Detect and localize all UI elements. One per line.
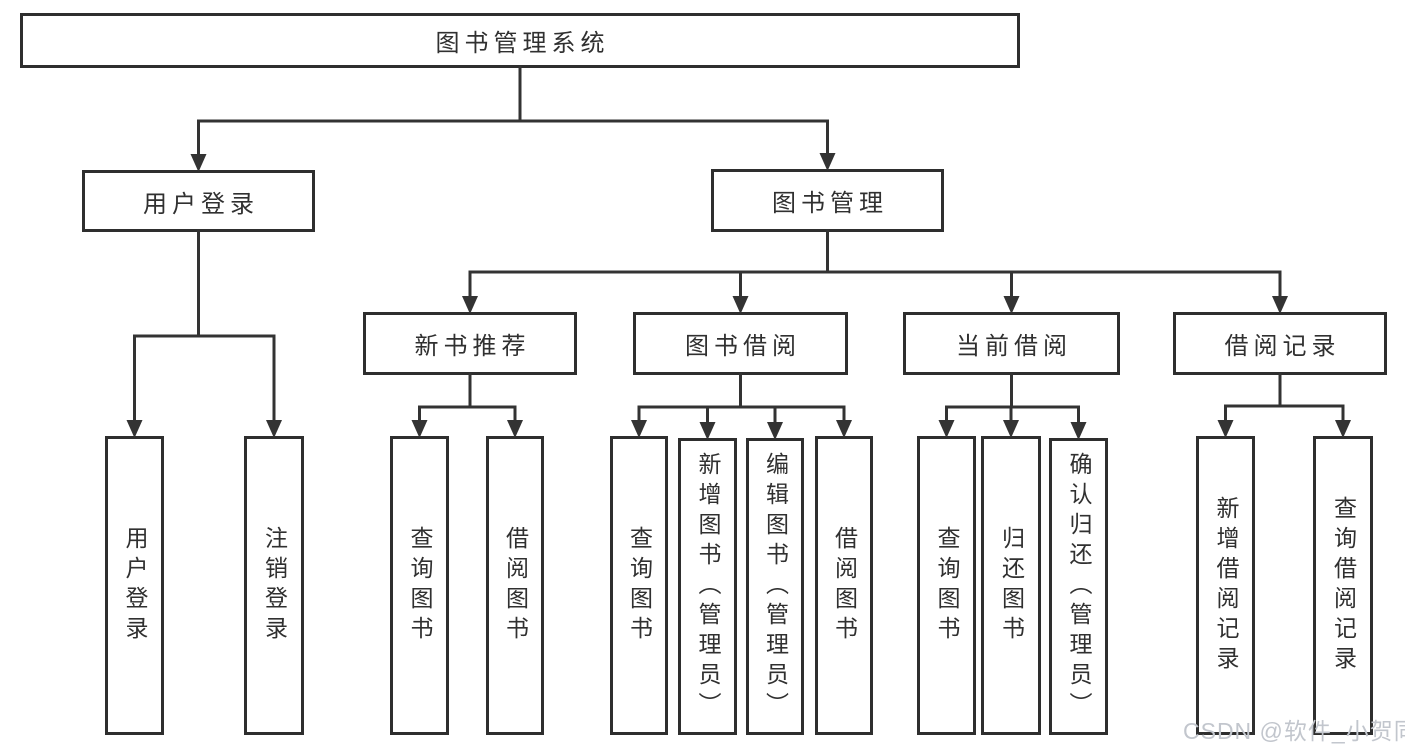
node-label-leaf-borrow-book-2: 借阅图书 [831,525,858,646]
node-label-leaf-borrow-book-1: 借阅图书 [502,525,529,646]
node-label-leaf-query-record: 查询借阅记录 [1330,495,1357,676]
node-new-book-recommend: 新书推荐 [363,312,577,375]
node-label-root: 图书管理系统 [435,30,610,57]
node-label-borrow-records: 借阅记录 [1224,333,1341,360]
node-label-leaf-confirm-return: 确认归还（管理员） [1066,451,1092,722]
node-leaf-borrow-book-1: 借阅图书 [486,436,544,735]
node-label-leaf-return-book: 归还图书 [998,525,1025,646]
node-book-mgmt: 图书管理 [711,169,944,232]
node-label-leaf-add-book: 新增图书（管理员） [695,451,721,722]
node-leaf-query-book-1: 查询图书 [390,436,449,735]
node-label-leaf-edit-book: 编辑图书（管理员） [762,451,789,722]
node-label-leaf-user-login: 用户登录 [122,525,148,646]
node-leaf-confirm-return: 确认归还（管理员） [1049,438,1108,735]
node-book-borrow: 图书借阅 [633,312,848,375]
node-label-new-book-recommend: 新书推荐 [414,333,531,360]
watermark: CSDN @软件_小贺同学 [1183,718,1405,744]
node-leaf-query-book-2: 查询图书 [610,436,668,735]
node-leaf-query-record: 查询借阅记录 [1313,436,1373,735]
node-user-login: 用户登录 [82,170,315,232]
node-current-borrow: 当前借阅 [903,312,1120,375]
node-label-book-borrow: 图书借阅 [685,333,801,360]
node-root: 图书管理系统 [20,13,1020,68]
node-leaf-query-book-3: 查询图书 [917,436,976,735]
node-label-current-borrow: 当前借阅 [956,333,1072,360]
node-borrow-records: 借阅记录 [1173,312,1387,375]
node-leaf-return-book: 归还图书 [981,436,1041,735]
node-label-leaf-query-book-2: 查询图书 [626,525,653,646]
node-leaf-user-login: 用户登录 [105,436,164,735]
node-leaf-borrow-book-2: 借阅图书 [815,436,873,735]
node-label-leaf-logout: 注销登录 [261,525,288,646]
node-leaf-edit-book: 编辑图书（管理员） [746,438,804,735]
node-label-leaf-add-record: 新增借阅记录 [1213,495,1239,676]
node-leaf-add-book: 新增图书（管理员） [678,438,737,735]
node-label-leaf-query-book-3: 查询图书 [934,525,960,646]
node-leaf-logout: 注销登录 [244,436,304,735]
node-leaf-add-record: 新增借阅记录 [1196,436,1255,735]
node-label-leaf-query-book-1: 查询图书 [407,525,433,646]
node-label-book-mgmt: 图书管理 [772,190,888,217]
node-label-user-login: 用户登录 [143,190,259,218]
